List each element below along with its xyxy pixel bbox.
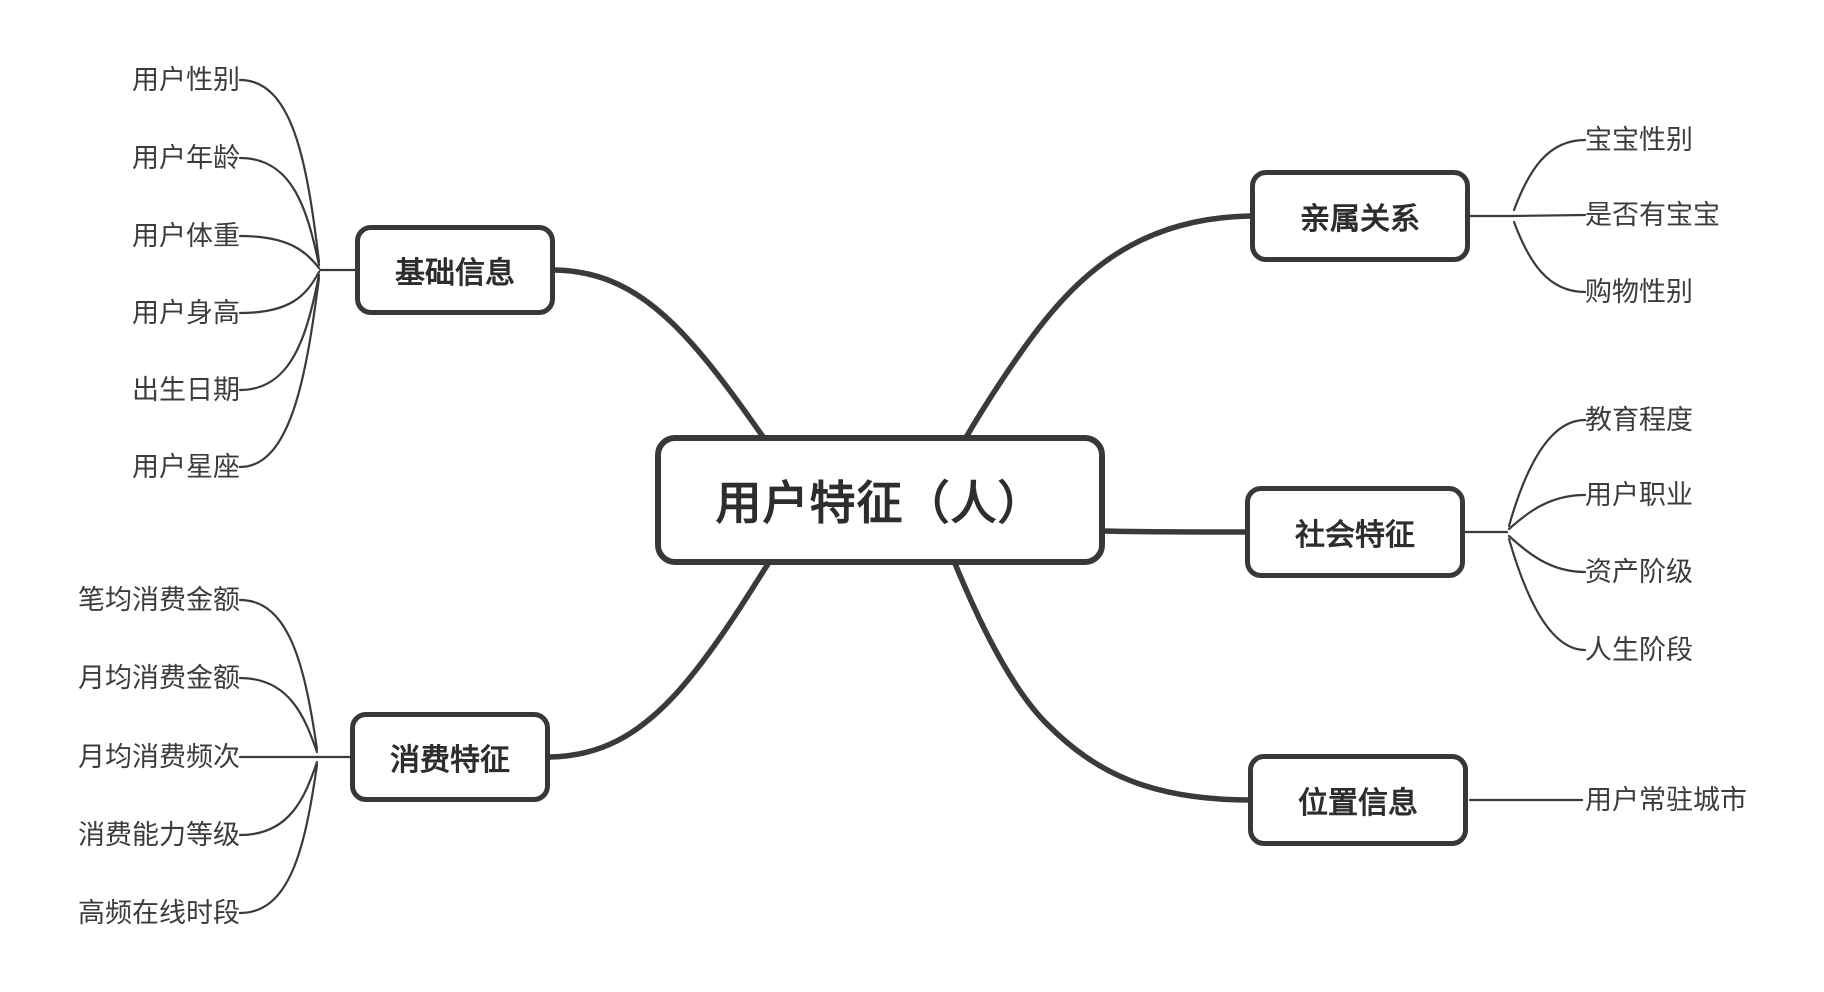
branch-consumption[interactable]: 消费特征 xyxy=(350,712,550,802)
central-topic[interactable]: 用户特征（人） xyxy=(655,435,1105,565)
connector-leaf-education-level xyxy=(1507,418,1587,528)
leaf-user-gender[interactable]: 用户性别 xyxy=(132,65,240,95)
leaf-baby-gender[interactable]: 宝宝性别 xyxy=(1585,125,1693,155)
branch-social[interactable]: 社会特征 xyxy=(1245,486,1465,578)
connector-leaf-spending-power-level xyxy=(238,760,319,837)
connector-leaf-baby-gender xyxy=(1512,138,1587,212)
leaf-monthly-avg-amount[interactable]: 月均消费金额 xyxy=(78,663,240,693)
leaf-resident-city[interactable]: 用户常驻城市 xyxy=(1585,785,1747,815)
connector-root-social xyxy=(1097,528,1249,535)
connector-leaf-has-baby xyxy=(1510,213,1587,218)
connector-leaf-user-weight xyxy=(238,234,321,270)
leaf-life-stage[interactable]: 人生阶段 xyxy=(1585,635,1693,665)
connector-leaf-asset-class xyxy=(1507,534,1587,574)
leaf-user-age[interactable]: 用户年龄 xyxy=(132,143,240,173)
connector-leaf-monthly-avg-amount xyxy=(238,676,319,754)
leaf-user-weight[interactable]: 用户体重 xyxy=(132,221,240,251)
leaf-birth-date[interactable]: 出生日期 xyxy=(132,375,240,405)
branch-location[interactable]: 位置信息 xyxy=(1248,754,1468,846)
branch-kinship[interactable]: 亲属关系 xyxy=(1250,170,1470,262)
connector-leaf-user-zodiac xyxy=(238,276,321,469)
connector-leaf-user-gender xyxy=(238,78,321,264)
leaf-education-level[interactable]: 教育程度 xyxy=(1585,405,1693,435)
connector-root-consumption xyxy=(547,509,803,760)
connector-leaf-shopping-gender xyxy=(1512,220,1587,294)
branch-basic-info[interactable]: 基础信息 xyxy=(355,225,555,315)
leaf-user-zodiac[interactable]: 用户星座 xyxy=(132,452,240,482)
connector-leaf-user-age xyxy=(238,156,321,267)
connector-leaf-avg-amount-per-order xyxy=(238,598,319,751)
connector-leaf-birth-date xyxy=(238,273,321,392)
connector-leaf-high-freq-online-time xyxy=(238,763,319,915)
leaf-asset-class[interactable]: 资产阶级 xyxy=(1585,557,1693,587)
leaf-avg-amount-per-order[interactable]: 笔均消费金额 xyxy=(78,585,240,615)
connector-leaf-occupation xyxy=(1507,493,1587,531)
connector-root-location xyxy=(929,502,1253,803)
connector-leaf-user-height xyxy=(238,270,321,315)
leaf-has-baby[interactable]: 是否有宝宝 xyxy=(1585,200,1720,230)
leaf-occupation[interactable]: 用户职业 xyxy=(1585,480,1693,510)
leaf-shopping-gender[interactable]: 购物性别 xyxy=(1585,277,1693,307)
leaf-monthly-frequency[interactable]: 月均消费频次 xyxy=(78,742,240,772)
connector-leaf-life-stage xyxy=(1507,537,1587,652)
leaf-high-freq-online-time[interactable]: 高频在线时段 xyxy=(78,898,240,928)
leaf-spending-power-level[interactable]: 消费能力等级 xyxy=(78,820,240,850)
leaf-user-height[interactable]: 用户身高 xyxy=(132,298,240,328)
